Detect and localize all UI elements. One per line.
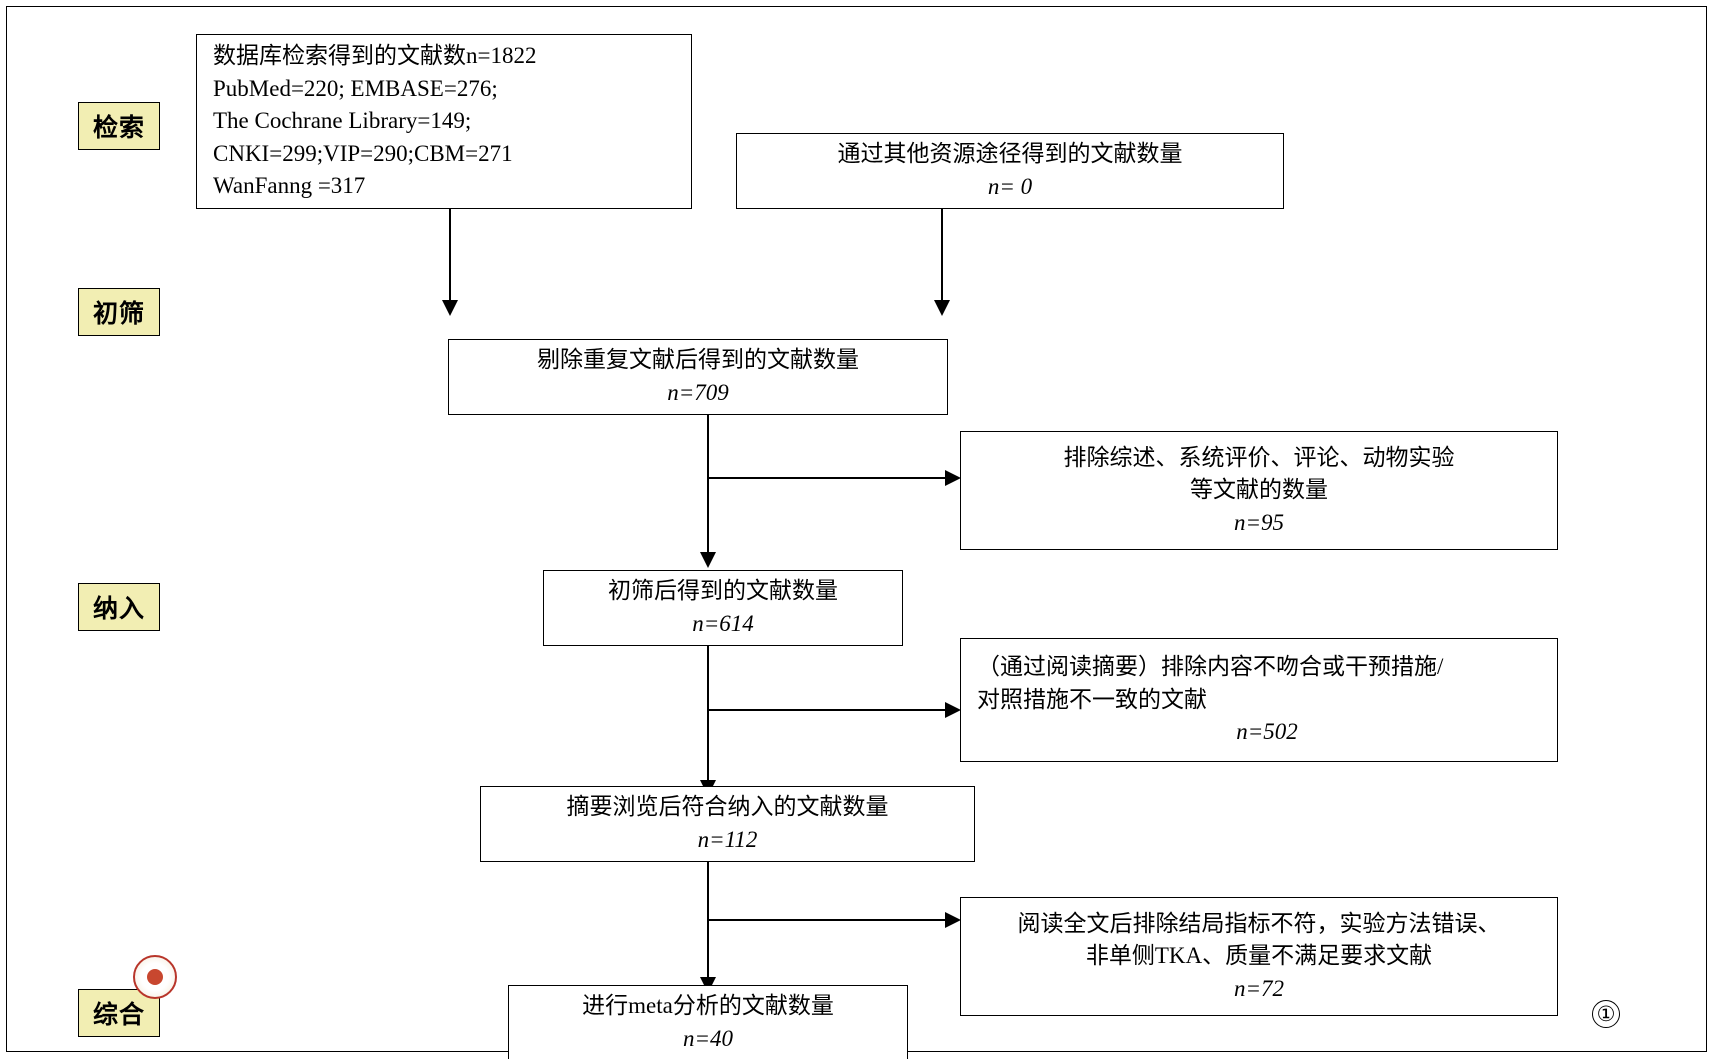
box-database-search-line-3: The Cochrane Library=149; xyxy=(213,108,472,134)
box-exclude-fulltext: 阅读全文后排除结局指标不符，实验方法错误、 非单侧TKA、质量不满足要求文献 n… xyxy=(960,897,1558,1016)
journal-logo-icon xyxy=(133,955,177,999)
box-exclude-reviews-line-1: 排除综述、系统评价、评论、动物实验 xyxy=(1063,444,1455,470)
stage-label-screening-text: 初筛 xyxy=(92,301,145,328)
box-exclude-abstract: （通过阅读摘要）排除内容不吻合或干预措施/ 对照措施不一致的文献 n=502 xyxy=(960,638,1558,762)
arrow-exclude-fulltext-head xyxy=(945,912,961,928)
box-included-meta-line-1: 进行meta分析的文献数量 xyxy=(582,993,834,1019)
box-database-search-line-4: CNKI=299;VIP=290;CBM=271 xyxy=(213,140,513,166)
stage-label-synthesis-text: 综合 xyxy=(92,1002,145,1029)
arrow-search-to-dedup-head xyxy=(442,300,458,316)
box-other-sources-line-1: 通过其他资源途径得到的文献数量 xyxy=(837,141,1183,167)
box-included-meta: 进行meta分析的文献数量 n=40 xyxy=(508,985,908,1059)
arrow-exclude-fulltext-stem xyxy=(707,919,950,921)
arrow-other-to-dedup-head xyxy=(934,300,950,316)
box-exclude-abstract-line-2: 对照措施不一致的文献 xyxy=(977,686,1207,712)
box-database-search-line-5: WanFanng =317 xyxy=(213,173,366,199)
box-exclude-reviews: 排除综述、系统评价、评论、动物实验 等文献的数量 n=95 xyxy=(960,431,1558,550)
stage-label-inclusion: 纳入 xyxy=(78,583,160,631)
arrow-screening-to-abstract-stem xyxy=(707,646,709,787)
arrow-dedup-to-screening-head xyxy=(700,552,716,568)
stage-label-screening: 初筛 xyxy=(78,288,160,336)
box-other-sources-line-2: n= 0 xyxy=(987,174,1033,199)
arrow-search-to-dedup-stem xyxy=(449,209,451,306)
box-database-search-line-2: PubMed=220; EMBASE=276; xyxy=(213,75,498,101)
arrow-exclude-abstract-stem xyxy=(707,709,950,711)
arrow-exclude-reviews-stem xyxy=(707,477,950,479)
box-after-dedup-line-1: 剔除重复文献后得到的文献数量 xyxy=(537,347,859,373)
box-after-dedup: 剔除重复文献后得到的文献数量 n=709 xyxy=(448,339,948,415)
box-after-abstract-line-1: 摘要浏览后符合纳入的文献数量 xyxy=(566,794,889,820)
stage-label-retrieval-text: 检索 xyxy=(92,115,145,142)
stage-label-retrieval: 检索 xyxy=(78,102,160,150)
arrow-abstract-to-included-stem xyxy=(707,862,709,986)
box-exclude-abstract-line-3: n=502 xyxy=(1236,719,1298,745)
box-exclude-fulltext-line-2: 非单侧TKA、质量不满足要求文献 xyxy=(1085,943,1433,969)
box-included-meta-line-2: n=40 xyxy=(682,1026,734,1051)
figure-number-text: ① xyxy=(1596,1001,1616,1026)
arrow-dedup-to-screening-stem xyxy=(707,415,709,558)
box-exclude-reviews-line-2: 等文献的数量 xyxy=(1190,477,1328,503)
box-exclude-reviews-line-3: n=95 xyxy=(1233,509,1285,535)
box-exclude-fulltext-line-1: 阅读全文后排除结局指标不符，实验方法错误、 xyxy=(1017,910,1501,936)
arrow-exclude-abstract-head xyxy=(945,702,961,718)
box-other-sources: 通过其他资源途径得到的文献数量 n= 0 xyxy=(736,133,1284,209)
box-after-screening: 初筛后得到的文献数量 n=614 xyxy=(543,570,903,646)
box-database-search: 数据库检索得到的文献数n=1822 PubMed=220; EMBASE=276… xyxy=(196,34,692,209)
box-after-abstract-line-2: n=112 xyxy=(697,827,758,852)
box-after-abstract: 摘要浏览后符合纳入的文献数量 n=112 xyxy=(480,786,975,862)
stage-label-inclusion-text: 纳入 xyxy=(92,596,145,623)
arrow-exclude-reviews-head xyxy=(945,470,961,486)
arrow-other-to-dedup-stem xyxy=(941,209,943,306)
box-after-screening-line-2: n=614 xyxy=(692,611,754,636)
box-after-screening-line-1: 初筛后得到的文献数量 xyxy=(608,578,838,604)
figure-number-badge: ① xyxy=(1592,1000,1620,1028)
box-after-dedup-line-2: n=709 xyxy=(667,380,729,405)
stage-label-synthesis: 综合 xyxy=(78,989,160,1037)
box-database-search-line-1: 数据库检索得到的文献数n=1822 xyxy=(213,42,537,68)
logo-inner-dot xyxy=(147,969,163,985)
box-exclude-abstract-line-1: （通过阅读摘要）排除内容不吻合或干预措施/ xyxy=(977,654,1444,680)
box-exclude-fulltext-line-3: n=72 xyxy=(1233,975,1285,1001)
